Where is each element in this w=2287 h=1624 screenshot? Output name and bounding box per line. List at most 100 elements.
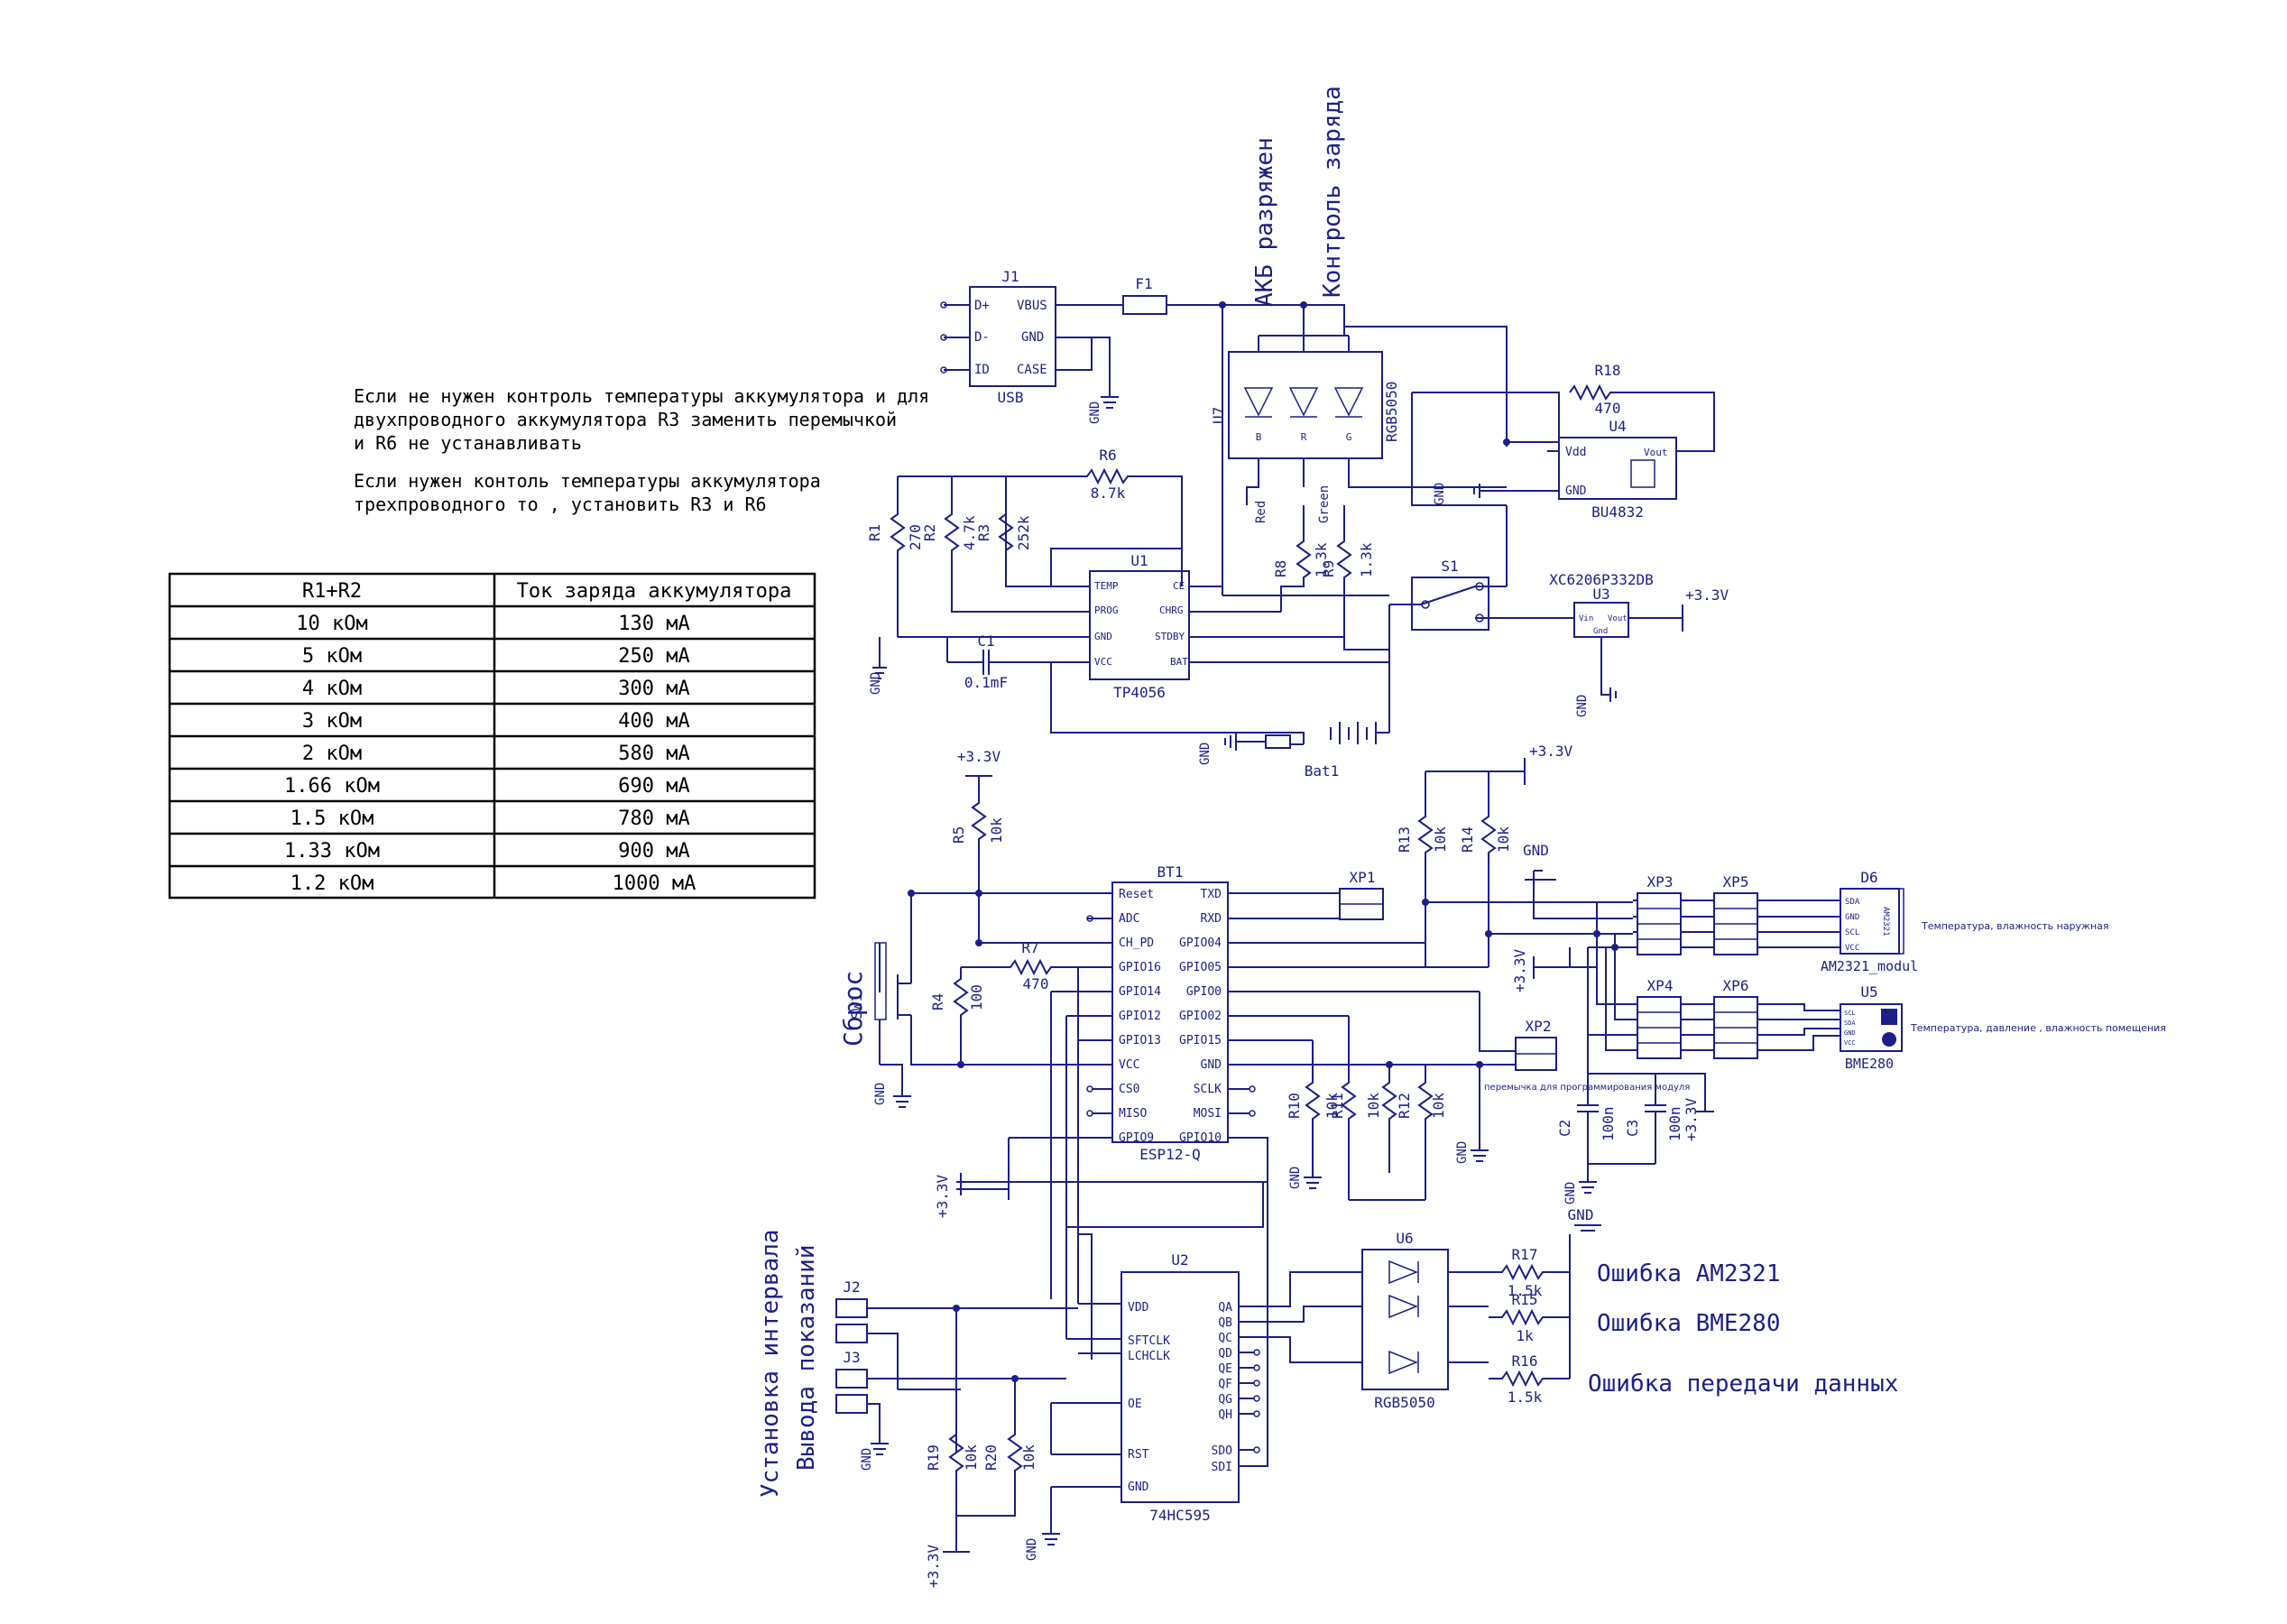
charger-ic-u1: U1 TP4056 TEMP PROG GND VCC CE CHRG STDB…: [1050, 548, 1389, 740]
r7-val: 470: [1023, 975, 1049, 992]
pin-label: RST: [1128, 1448, 1149, 1462]
u3-name: XC6206P332DB: [1549, 571, 1654, 588]
j3-ref: J3: [843, 1349, 860, 1366]
pin-label: SFTCLK: [1128, 1334, 1170, 1348]
gnd-label: GND: [1088, 401, 1102, 424]
pin-label: SDA: [1844, 1020, 1856, 1027]
u3-ref: U3: [1592, 586, 1609, 603]
r14-ref: R14: [1459, 826, 1476, 853]
gnd-label: GND: [873, 1083, 888, 1105]
table-cell: 780 мА: [618, 807, 689, 830]
xp2-ref: XP2: [1526, 1018, 1552, 1035]
gnd-label: GND: [1433, 483, 1447, 505]
u5-name: BME280: [1845, 1056, 1894, 1072]
pin-label: VCC: [1844, 1039, 1856, 1047]
jumper-xp1: XP1: [1304, 869, 1384, 920]
u2-ref: U2: [1171, 1251, 1188, 1269]
pin-label: D-: [974, 330, 990, 345]
r5-val: 10k: [988, 817, 1005, 844]
note-line-5: трехпроводного то , установить R3 и R6: [354, 494, 767, 515]
v33-label: +3.3V: [934, 1174, 951, 1218]
u1-name: TP4056: [1113, 684, 1166, 701]
pin-label: B: [1256, 431, 1262, 443]
pin-label: CH_PD: [1119, 937, 1154, 950]
pin-label: GND: [1021, 330, 1044, 345]
connector-xp3: XP3: [1637, 873, 1682, 955]
table-cell: 900 мА: [618, 840, 689, 863]
rgb-led-u7: B R G U7 RGB5050 Red Green: [1210, 335, 1507, 523]
c2-val: 100n: [1600, 1106, 1617, 1141]
u6-ref: U6: [1396, 1230, 1413, 1247]
xp5-ref: XP5: [1723, 873, 1749, 890]
pin-label: GPIO9: [1119, 1131, 1154, 1145]
pin-label: VCC: [1845, 944, 1859, 953]
pin-label: GPIO12: [1119, 1010, 1161, 1023]
d6-ref: D6: [1860, 869, 1877, 886]
pin-label: Vdd: [1565, 446, 1586, 459]
charge-control-label: Контроль заряда: [1319, 86, 1346, 298]
note-line-3: и R6 не устанавливать: [354, 432, 582, 454]
pin-label: Vout: [1644, 447, 1668, 458]
power-switch-s1: S1: [1388, 505, 1574, 662]
v33-label: +3.3V: [1529, 743, 1573, 760]
pin-label: QD: [1218, 1347, 1232, 1361]
fuse-f1: F1: [1122, 275, 1508, 595]
resistors-r15-r16-r17: R17 1.5k R15 1k R16 1.5k: [1489, 1234, 1571, 1406]
note-line-4: Если нужен контоль температуры аккумулят…: [354, 470, 821, 492]
wifi-module-bt1: BT1 ESP12-Q Reset ADC CH_PD GPIO16 GPIO1…: [911, 863, 1489, 1183]
interval-jumpers: J2 J3 R19 10k R20 10k GND +3.3V: [835, 1278, 1078, 1588]
pin-label: GND: [1094, 631, 1112, 642]
pin-label: GND: [1845, 913, 1859, 922]
u5-ref: U5: [1860, 983, 1877, 1001]
ldo-regulator-u3: XC6206P332DB U3 Vin Vout Gnd +3.3V GND: [1549, 571, 1729, 717]
r16-ref: R16: [1512, 1352, 1538, 1370]
rgb-led-u6: U6 RGB5050: [1361, 1230, 1489, 1411]
r6-val: 8.7k: [1091, 484, 1126, 502]
bt1-name: ESP12-Q: [1139, 1146, 1200, 1163]
indoor-sensor-label: Температура, давление , влажность помеще…: [1910, 1022, 2166, 1034]
table-cell: 130 мА: [618, 613, 689, 635]
table-cell: 1.5 кОм: [290, 807, 374, 830]
pin-label: CASE: [1017, 363, 1047, 377]
table-cell: 300 мА: [618, 678, 689, 700]
pin-label: GND: [1565, 484, 1587, 498]
pin-label: GPIO15: [1179, 1034, 1222, 1047]
r14-val: 10k: [1495, 826, 1512, 853]
r7-ref: R7: [1021, 939, 1038, 956]
pin-label: CHRG: [1159, 604, 1184, 616]
pin-label: QA: [1218, 1301, 1232, 1315]
pin-label: QE: [1218, 1362, 1232, 1376]
error-bme280-label: Ошибка BME280: [1597, 1310, 1781, 1337]
table-cell: 4 кОм: [302, 678, 362, 700]
gnd-label: GND: [1455, 1141, 1470, 1164]
u4-ref: U4: [1609, 418, 1626, 435]
d6-chip: AM2321: [1881, 907, 1890, 937]
r8-ref: R8: [1272, 560, 1289, 577]
r4-ref: R4: [929, 993, 946, 1010]
pin-label: MISO: [1119, 1107, 1147, 1121]
u6-name: RGB5050: [1374, 1394, 1434, 1411]
sw1-ref: SW1: [848, 993, 865, 1020]
r18-val: 470: [1595, 400, 1621, 417]
gnd-label: GND: [1025, 1538, 1039, 1561]
gnd-label: GND: [860, 1448, 874, 1471]
table-header-current: Ток заряда аккумулятора: [517, 580, 792, 603]
bt1-ref: BT1: [1157, 863, 1184, 881]
gnd-label: GND: [1568, 1206, 1594, 1223]
pin-label: GPIO10: [1179, 1131, 1222, 1145]
v33-label: +3.3V: [1683, 1097, 1700, 1141]
error-am2321-label: Ошибка AM2321: [1597, 1260, 1781, 1287]
r17-val: 1.5k: [1508, 1282, 1543, 1299]
interval-label-line2: Вывода показаний: [793, 1245, 820, 1471]
pin-label: OE: [1128, 1398, 1142, 1411]
r16-val: 1.5k: [1508, 1389, 1543, 1406]
r12-val: 10k: [1430, 1093, 1447, 1119]
pin-label: GND: [1201, 1058, 1222, 1072]
reset-label: Сброс: [838, 971, 868, 1047]
resistors-r10-r11-r12: R10 10k R11 10k R12 10k GND GND: [1286, 1016, 1489, 1200]
c3-val: 100n: [1666, 1106, 1683, 1141]
pin-label: QB: [1218, 1316, 1232, 1330]
pin-label: GPIO0: [1186, 985, 1222, 999]
table-cell: 1.66 кОм: [284, 775, 380, 798]
r1-ref: R1: [866, 524, 883, 541]
